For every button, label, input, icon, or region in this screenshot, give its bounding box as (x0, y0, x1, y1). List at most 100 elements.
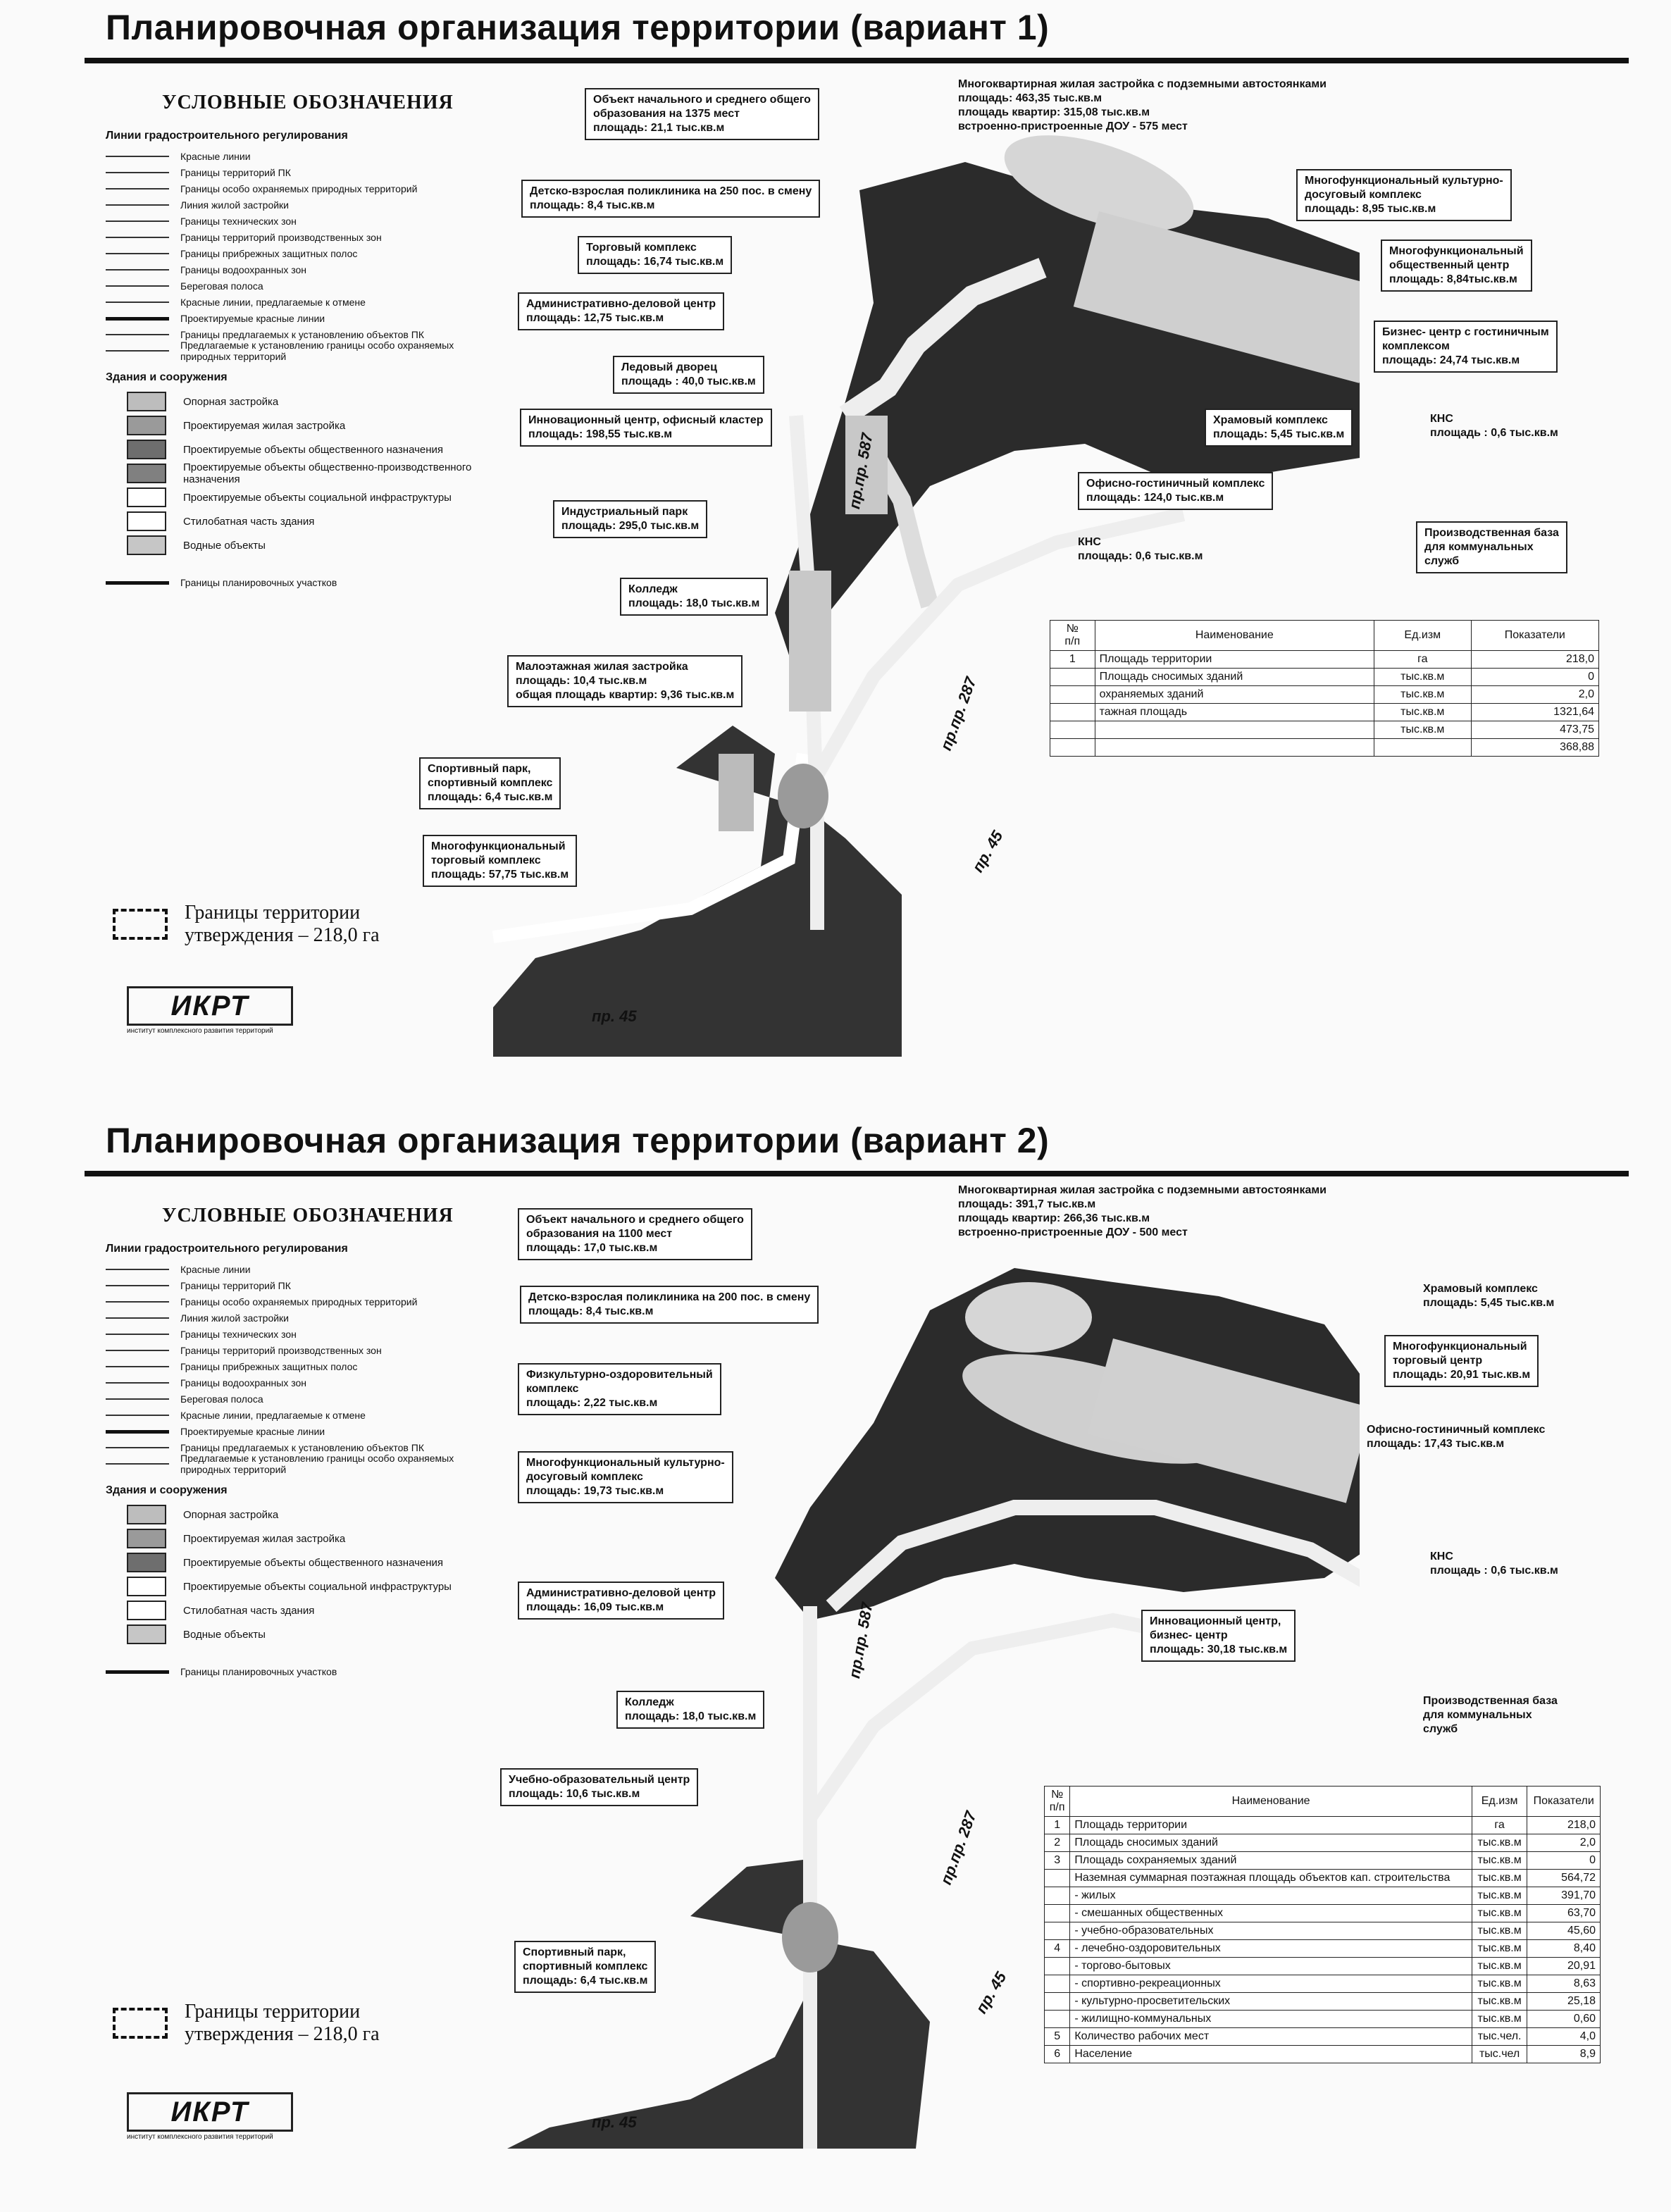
line-symbol-icon (106, 1443, 169, 1453)
table-cell: Площадь сносимых зданий (1069, 1834, 1472, 1852)
legend-line-item: Береговая полоса (106, 1391, 500, 1407)
legend-building-item: Проектируемая жилая застройка (106, 1527, 500, 1551)
table-cell: 8,40 (1527, 1939, 1601, 1958)
table-cell: 2,0 (1470, 685, 1600, 704)
fill-swatch-icon (127, 464, 166, 483)
legend-line-item: Границы водоохранных зон (106, 261, 500, 278)
map-label: Многофункциональный культурно- досуговый… (1296, 169, 1512, 221)
logo: ИКРТ (127, 986, 293, 1026)
map-label: Многофункциональный общественный центр п… (1381, 240, 1532, 292)
table-cell: 8,63 (1527, 1975, 1601, 1993)
table-cell: тыс.кв.м (1471, 1869, 1528, 1887)
legend-line-item: Границы предлагаемых к установлению объе… (106, 1439, 500, 1455)
legend-line-item: Границы водоохранных зон (106, 1374, 500, 1391)
map-label: Детско-взрослая поликлиника на 200 пос. … (520, 1286, 819, 1324)
table-cell: 25,18 (1527, 1992, 1601, 2011)
table-cell: тыс.кв.м (1471, 1975, 1528, 1993)
table-cell: 564,72 (1527, 1869, 1601, 1887)
approval-boundary: Границы территории утверждения – 218,0 г… (113, 902, 380, 947)
line-symbol-icon (106, 1378, 169, 1388)
map-label: Торговый комплекс площадь: 16,74 тыс.кв.… (578, 236, 733, 274)
map-label: Инновационный центр, бизнес- центр площа… (1141, 1610, 1296, 1662)
logo-subtitle: институт комплексного развития территори… (127, 2133, 273, 2141)
table-cell (1050, 685, 1095, 704)
table-cell (1043, 1887, 1071, 1905)
fill-swatch-icon (127, 1601, 166, 1620)
legend-lines-title: Линии градостроительного регулирования (106, 130, 348, 142)
column-header: Ед.изм (1471, 1786, 1528, 1817)
line-symbol-icon (106, 1329, 169, 1339)
line-symbol-icon (106, 1427, 169, 1436)
table-cell: 45,60 (1527, 1922, 1601, 1940)
table-cell (1043, 1992, 1071, 2011)
table-cell: 1 (1050, 650, 1095, 669)
legend-building-item: Проектируемые объекты социальной инфраст… (106, 485, 500, 509)
table-cell: Площадь сносимых зданий (1094, 668, 1374, 686)
table-cell (1094, 738, 1374, 757)
map-label: Инновационный центр, офисный кластер пло… (520, 409, 772, 447)
map-label: Объект начального и среднего общего обра… (585, 88, 819, 140)
line-symbol-icon (106, 184, 169, 194)
table-cell (1043, 2010, 1071, 2028)
table-cell: 391,70 (1527, 1887, 1601, 1905)
fill-swatch-icon (127, 1529, 166, 1548)
table-cell: 8,9 (1527, 2045, 1601, 2063)
table-cell: - спортивно-рекреационных (1069, 1975, 1472, 1993)
legend-line-item: Границы особо охраняемых природных терри… (106, 1293, 500, 1310)
legend-line-item: Береговая полоса (106, 278, 500, 294)
line-symbol-icon (106, 281, 169, 291)
map-label: Колледж площадь: 18,0 тыс.кв.м (620, 578, 769, 616)
line-symbol-icon (106, 330, 169, 340)
fill-swatch-icon (127, 440, 166, 459)
table-cell: тыс.кв.м (1471, 1887, 1528, 1905)
fill-swatch-icon (127, 416, 166, 435)
line-symbol-icon (106, 151, 169, 161)
legend-heading: УСЛОВНЫЕ ОБОЗНАЧЕНИЯ (162, 92, 454, 113)
table-cell: га (1373, 650, 1472, 669)
legend-building-item: Проектируемая жилая застройка (106, 414, 500, 437)
table-cell: Площадь территории (1094, 650, 1374, 669)
map-label: Многоквартирная жилая застройка с подзем… (958, 78, 1327, 132)
table-cell: - смешанных общественных (1069, 1904, 1472, 1922)
table-cell: - культурно-просветительских (1069, 1992, 1472, 2011)
map-label: Спортивный парк, спортивный комплекс пло… (514, 1941, 657, 1993)
fill-swatch-icon (127, 511, 166, 531)
fill-swatch-icon (127, 535, 166, 555)
legend-building-item: Опорная застройка (106, 1503, 500, 1527)
table-cell: 2,0 (1527, 1834, 1601, 1852)
legend-building-item: Опорная застройка (106, 390, 500, 414)
legend-building-item: Водные объекты (106, 533, 500, 557)
line-symbol-icon (106, 1667, 169, 1677)
table-cell (1094, 721, 1374, 739)
table-cell: Площадь сохраняемых зданий (1069, 1851, 1472, 1870)
map-label: КНС площадь: 0,6 тыс.кв.м (1078, 536, 1203, 562)
line-symbol-icon (106, 1459, 169, 1469)
map-label: Офисно-гостиничный комплекс площадь: 124… (1078, 472, 1274, 510)
legend-line-item: Границы технических зон (106, 1326, 500, 1342)
legend-line-item: Предлагаемые к установлению границы особ… (106, 1453, 500, 1475)
table-cell: тажная площадь (1094, 703, 1374, 721)
column-header: Показатели (1470, 620, 1600, 651)
page-title: Планировочная организация территории (ва… (106, 1121, 1050, 1160)
table-cell: - жилищно-коммунальных (1069, 2010, 1472, 2028)
table-cell: Площадь территории (1069, 1816, 1472, 1834)
map-label: Административно-деловой центр площадь: 1… (518, 1582, 725, 1620)
logo: ИКРТ (127, 2092, 293, 2132)
legend-line-item: Границы планировочных участков (106, 1663, 500, 1679)
table-cell: тыс.кв.м (1471, 2010, 1528, 2028)
column-header: Показатели (1527, 1786, 1601, 1817)
table-cell: 5 (1043, 2027, 1071, 2046)
